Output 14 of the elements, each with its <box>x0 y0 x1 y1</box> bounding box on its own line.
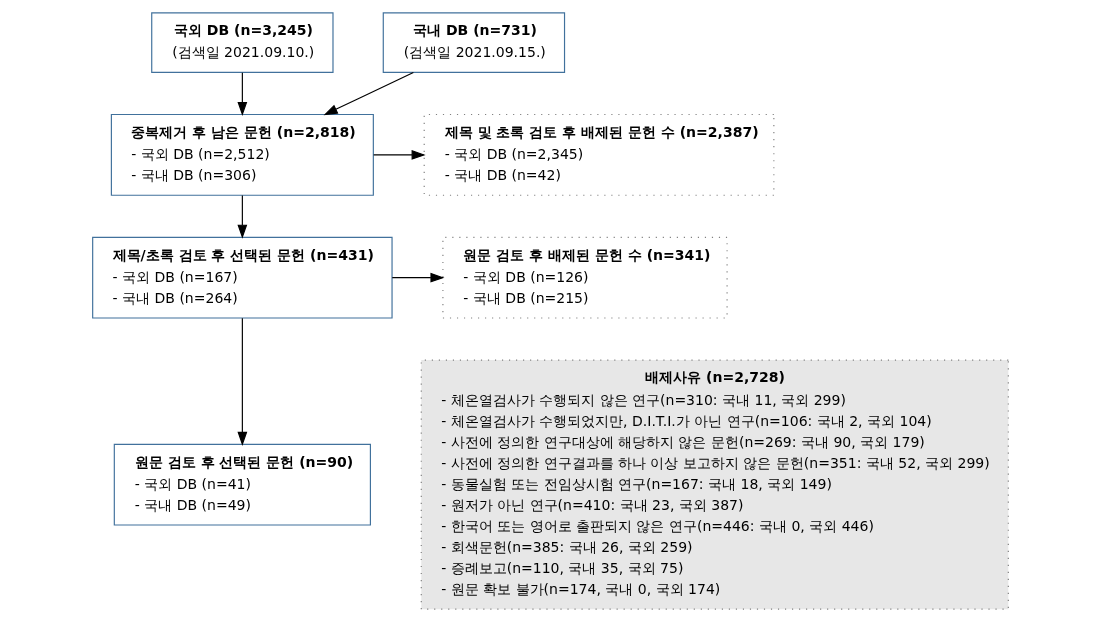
node-box: 제목 및 초록 검토 후 배제된 문헌 수 (n=2,387) - 국외 DB (n=2,345) - 국내 DB (n=42) <box>423 113 775 196</box>
node-box: 배제사유 (n=2,728) - 체온열검사가 수행되지 않은 연구(n=310: 국내 11, 국외 299) - 체온열검사가 수행되었지만, D.I.T.I.가 아닌 연구(n=106: 국내 2, 국외 104) - 사전에 정의한 연구대상에 해당하지 않은 문헌(n=269: 국내 90, 국외 179) - 사전에 정의한 연구결과를 하나 이상 보고하지 않은 문헌(n=351: 국내 52, 국외 299) - 동물실험 또는 전임상시험 연구(n=167: 국내 18, 국외 149) - 원저가 아닌 연구(n=410: 국내 23, 국외 387) - 한국어 또는 영어로 출판되지 않은 연구(n=446: 국내 0, 국외 446) - 회색문헌(n=385: 국내 26, 국외 259) - 증례보고(n=110, 국내 35, 국외 75) - 원문 확보 불가(n=174, 국내 0, 국외 174) <box>420 359 1009 610</box>
node-box: 국내 DB (n=731) (검색일 2021.09.15.) <box>382 12 566 74</box>
arrow <box>237 72 248 117</box>
node-box: 국외 DB (n=3,245) (검색일 2021.09.10.) <box>151 12 334 74</box>
arrow <box>391 272 445 283</box>
arrow <box>237 194 248 239</box>
node-box: 원문 검토 후 선택된 문헌 (n=90) - 국외 DB (n=41) - 국내 DB (n=49) <box>113 443 371 526</box>
node-box: 원문 검토 후 배제된 문헌 수 (n=341) - 국외 DB (n=126) - 국내 DB (n=215) <box>442 236 728 319</box>
arrow <box>323 71 414 116</box>
arrow <box>373 149 426 160</box>
node-box: 제목/초록 검토 후 선택된 문헌 (n=431) - 국외 DB (n=167) - 국내 DB (n=264) <box>92 236 393 319</box>
arrow <box>237 317 248 446</box>
node-box: 중복제거 후 남은 문헌 (n=2,818) - 국외 DB (n=2,512) - 국내 DB (n=306) <box>110 113 374 196</box>
